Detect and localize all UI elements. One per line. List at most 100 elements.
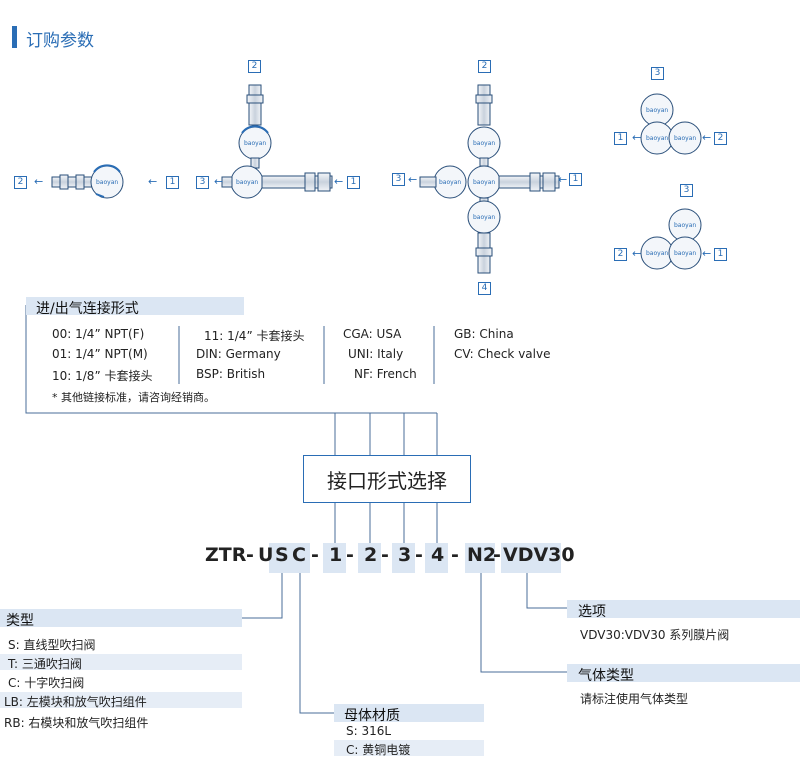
code-box-n2 [465, 543, 495, 573]
code-u: U [258, 544, 274, 566]
arrow-icon: ← [632, 247, 642, 260]
brand-mark: baoyan [473, 214, 496, 221]
option-header: 选项 [578, 604, 606, 620]
code-dash: - [246, 544, 254, 566]
inlet-header-band [26, 297, 244, 315]
inlet-option: BSP: British [196, 367, 266, 381]
port-label-4: 4 [478, 282, 491, 295]
brand-mark: baoyan [674, 222, 697, 229]
type-item: T: 三通吹扫阀 [8, 657, 82, 671]
brand-mark: baoyan [473, 179, 496, 186]
brand-mark: baoyan [646, 250, 669, 257]
port-label-1: 1 [614, 132, 627, 145]
code-box-vdv [501, 543, 561, 573]
stripe [334, 740, 484, 756]
port-label-2: 2 [614, 248, 627, 261]
brand-mark: baoyan [244, 140, 267, 147]
inlet-option: CV: Check valve [454, 347, 551, 361]
title-accent-bar [12, 26, 17, 48]
brand-mark: baoyan [646, 107, 669, 114]
connector-lines [25, 305, 567, 714]
inlet-option: 11: 1/4” 卡套接头 [204, 329, 305, 343]
interface-selector-box: 接口形式选择 [303, 455, 471, 503]
port-label-1: 1 [714, 248, 727, 261]
arrow-icon: ← [702, 131, 712, 144]
arrow-icon: ← [334, 175, 344, 188]
option-item: VDV30:VDV30 系列膜片阀 [580, 628, 730, 642]
inlet-option: NF: French [354, 367, 417, 381]
type-item: S: 直线型吹扫阀 [8, 638, 96, 652]
brand-mark: baoyan [646, 135, 669, 142]
body-item: S: 316L [346, 724, 392, 738]
valve-left-block [640, 93, 702, 155]
gas-header: 气体类型 [578, 668, 634, 684]
inlet-option: GB: China [454, 327, 514, 341]
port-label-3: 3 [196, 176, 209, 189]
inlet-option: DIN: Germany [196, 347, 281, 361]
type-item: RB: 右模块和放气吹扫组件 [4, 716, 149, 730]
inlet-option: UNI: Italy [348, 347, 404, 361]
valve-cross [419, 84, 560, 274]
type-item: LB: 左模块和放气吹扫组件 [4, 695, 147, 709]
code-dash: - [415, 544, 423, 566]
port-label-2: 2 [14, 176, 27, 189]
stripe [0, 692, 242, 708]
code-c: C [292, 544, 306, 566]
port-label-2: 2 [478, 60, 491, 73]
inlet-option: 01: 1/4” NPT(M) [52, 347, 148, 361]
option-header-band [567, 600, 800, 618]
code-box-s [269, 543, 292, 573]
code-dash: - [493, 544, 501, 566]
code-box-4 [425, 543, 448, 573]
valve-right-block [640, 208, 702, 270]
code-box-2 [358, 543, 381, 573]
code-box-3 [392, 543, 415, 573]
code-dash: - [311, 544, 319, 566]
brand-mark: baoyan [674, 250, 697, 257]
stripe [0, 654, 242, 670]
type-header: 类型 [6, 613, 34, 629]
code-gas: N2 [467, 544, 497, 566]
type-header-band [0, 609, 242, 627]
arrow-icon: ← [632, 131, 642, 144]
code-dash: - [451, 544, 459, 566]
brand-mark: baoyan [96, 179, 119, 186]
body-item: C: 黄铜电镀 [346, 743, 411, 757]
valve-straight [51, 164, 124, 199]
code-port-4: 4 [431, 544, 445, 566]
body-header-band [334, 704, 484, 722]
brand-mark: baoyan [439, 179, 462, 186]
port-label-1: 1 [569, 173, 582, 186]
gas-item: 请标注使用气体类型 [580, 692, 689, 706]
inlet-option: 10: 1/8” 卡套接头 [52, 369, 153, 383]
code-port-2: 2 [364, 544, 378, 566]
arrow-icon: ← [408, 173, 418, 186]
code-option: VDV30 [503, 544, 575, 566]
arrow-icon: ← [214, 175, 224, 188]
code-port-1: 1 [329, 544, 343, 566]
inlet-option: CGA: USA [343, 327, 402, 341]
arrow-icon: ← [34, 175, 44, 188]
arrow-icon: ← [702, 247, 712, 260]
port-label-1: 1 [166, 176, 179, 189]
code-box-c [288, 543, 310, 573]
arrow-icon: ← [148, 175, 158, 188]
port-label-2: 2 [714, 132, 727, 145]
brand-mark: baoyan [473, 140, 496, 147]
arrow-icon: ← [558, 173, 568, 186]
gas-header-band [567, 664, 800, 682]
body-header: 母体材质 [344, 708, 400, 724]
port-label-3: 3 [651, 67, 664, 80]
port-label-1: 1 [347, 176, 360, 189]
inlet-note: * 其他链接标准，请咨询经销商。 [52, 391, 215, 404]
port-label-3: 3 [392, 173, 405, 186]
brand-mark: baoyan [674, 135, 697, 142]
brand-mark: baoyan [236, 179, 259, 186]
port-label-3: 3 [680, 184, 693, 197]
inlet-option: 00: 1/4” NPT(F) [52, 327, 145, 341]
port-label-2: 2 [248, 60, 261, 73]
code-dash: - [381, 544, 389, 566]
inlet-header: 进/出气连接形式 [36, 301, 139, 317]
code-s: S [275, 544, 289, 566]
